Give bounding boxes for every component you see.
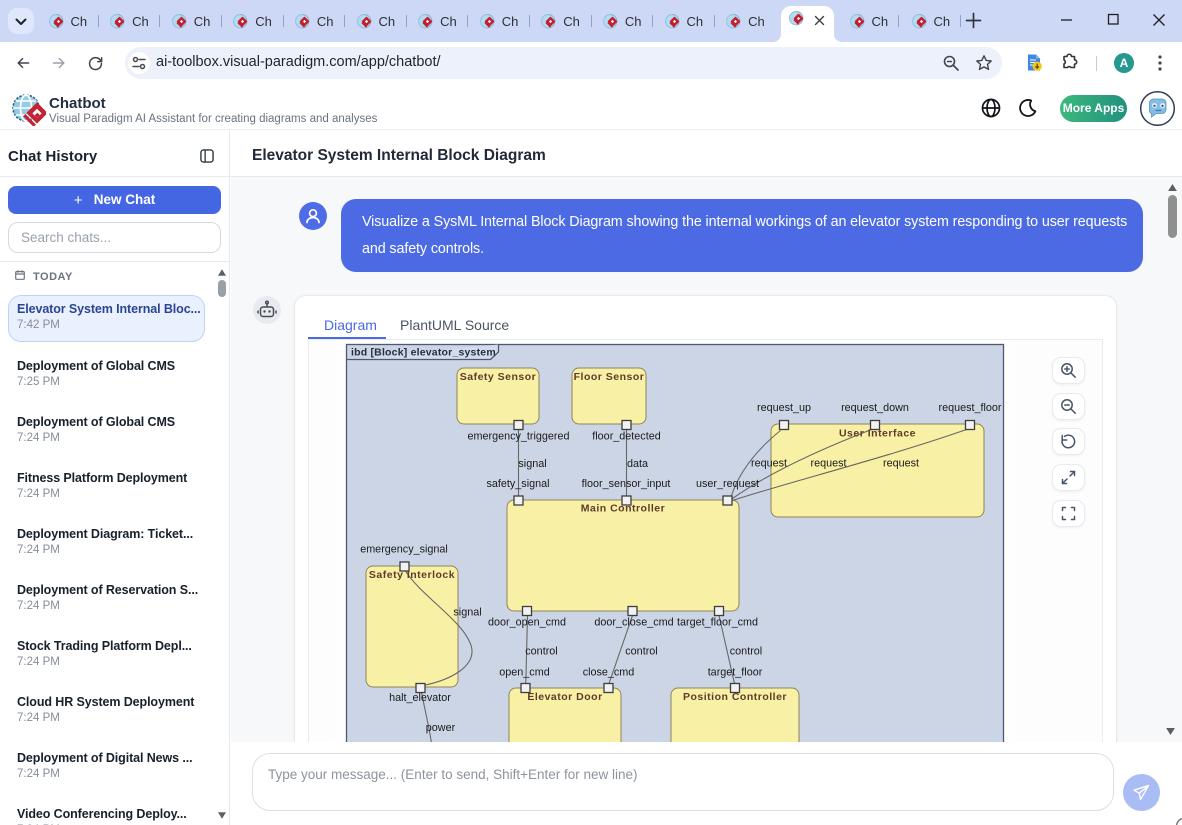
svg-text:request_down: request_down (841, 402, 909, 414)
svg-text:open_cmd: open_cmd (499, 667, 549, 679)
svg-text:floor_detected: floor_detected (592, 431, 660, 443)
svg-text:door_open_cmd: door_open_cmd (488, 617, 566, 629)
svg-text:signal: signal (453, 607, 481, 619)
svg-text:emergency_triggered: emergency_triggered (467, 431, 569, 443)
svg-text:request: request (810, 458, 846, 470)
svg-text:emergency_signal: emergency_signal (360, 544, 448, 556)
svg-text:control: control (730, 646, 762, 658)
svg-text:power: power (426, 722, 456, 734)
svg-text:request: request (883, 458, 919, 470)
svg-text:ibd [Block] elevator_system: ibd [Block] elevator_system (351, 347, 496, 359)
svg-text:control: control (525, 646, 557, 658)
svg-text:User Interface: User Interface (839, 428, 916, 440)
svg-text:Main Controller: Main Controller (581, 503, 666, 515)
svg-text:target_floor: target_floor (708, 667, 763, 679)
svg-text:target_floor_cmd: target_floor_cmd (677, 617, 758, 629)
svg-text:control: control (625, 646, 657, 658)
svg-text:halt_elevator: halt_elevator (389, 692, 451, 704)
svg-text:Safety Sensor: Safety Sensor (460, 371, 537, 383)
svg-text:request_floor: request_floor (938, 402, 1001, 414)
svg-text:Floor Sensor: Floor Sensor (574, 371, 645, 383)
svg-text:signal: signal (518, 458, 546, 470)
svg-text:door_close_cmd: door_close_cmd (594, 617, 673, 629)
svg-text:floor_sensor_input: floor_sensor_input (582, 478, 671, 490)
svg-text:Position Controller: Position Controller (683, 691, 787, 703)
svg-text:Elevator Door: Elevator Door (527, 691, 602, 703)
svg-text:request: request (751, 458, 787, 470)
svg-text:safety_signal: safety_signal (486, 478, 549, 490)
svg-text:user_request: user_request (696, 478, 759, 490)
svg-text:close_cmd: close_cmd (583, 667, 635, 679)
svg-text:request_up: request_up (757, 402, 811, 414)
svg-text:data: data (627, 458, 648, 470)
svg-text:Safety Interlock: Safety Interlock (369, 569, 455, 581)
